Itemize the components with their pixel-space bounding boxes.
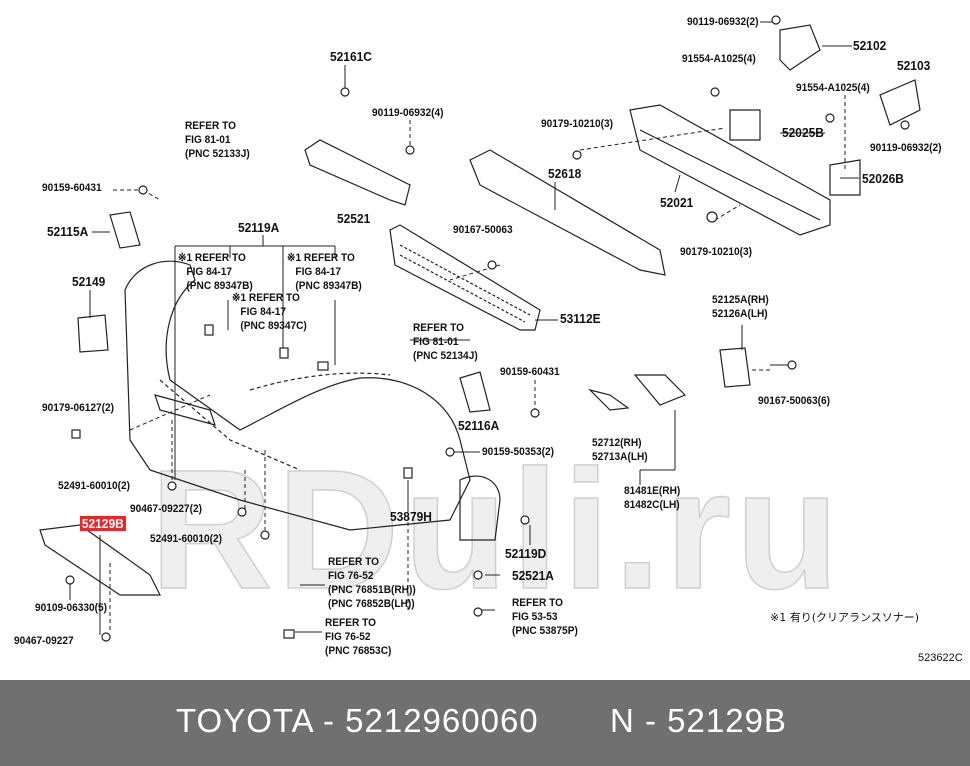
refer-76851b[interactable]: REFER TO FIG 76-52 (PNC 76851B(RH)) (PNC…	[328, 556, 416, 610]
refer-89347c[interactable]: ※1 REFER TO FIG 84-17 (PNC 89347C)	[232, 292, 307, 332]
grille-drawing	[389, 224, 541, 331]
watermark: RDuli.ru	[149, 435, 844, 625]
refer-89347b-b[interactable]: ※1 REFER TO FIG 84-17 (PNC 89347B)	[287, 252, 362, 292]
bumper-cover-drawing	[124, 260, 471, 531]
label-90159-50353[interactable]: 90159-50353(2)	[482, 446, 555, 458]
absorber-drawing	[469, 149, 666, 276]
brand-part-number: TOYOTA - 5212960060	[176, 702, 539, 739]
label-52521[interactable]: 52521	[337, 211, 371, 226]
label-52491-60010-a[interactable]: 52491-60010(2)	[58, 480, 131, 492]
label-90119-06932-4[interactable]: 90119-06932(4)	[372, 107, 444, 119]
label-53879h[interactable]: 53879H	[390, 509, 432, 524]
label-81481e[interactable]: 81481E(RH) 81482C(LH)	[624, 485, 681, 511]
illustration-code: 523622C	[918, 652, 963, 664]
label-52119a[interactable]: 52119A	[238, 220, 280, 235]
label-52102[interactable]: 52102	[853, 38, 887, 53]
label-52026b[interactable]: 52026B	[862, 171, 904, 186]
dashed-leaders	[109, 95, 846, 630]
label-52116a[interactable]: 52116A	[458, 418, 500, 433]
label-52618[interactable]: 52618	[548, 166, 582, 181]
label-90467-09227[interactable]: 90467-09227	[14, 635, 74, 647]
bracket-52125A	[719, 347, 751, 388]
label-52025b[interactable]: 52025B	[782, 125, 824, 140]
parts-diagram: RDuli.ru	[14, 15, 963, 664]
bracket-52103	[879, 79, 921, 126]
label-90119-06932-2[interactable]: 90119-06932(2)	[687, 16, 759, 28]
label-90109-06330[interactable]: 90109-06330(5)	[35, 602, 108, 614]
label-90159-60431[interactable]: 90159-60431	[42, 182, 102, 194]
bracket-52025B	[729, 109, 761, 141]
bracket-52026B	[829, 159, 861, 196]
label-91554-a1025[interactable]: 91554-A1025(4)	[682, 53, 756, 65]
label-90119-06932-2b[interactable]: 90119-06932(2)	[870, 142, 942, 154]
label-52021[interactable]: 52021	[660, 195, 694, 210]
refer-76853c[interactable]: REFER TO FIG 76-52 (PNC 76853C)	[325, 617, 392, 657]
fasteners	[65, 15, 910, 642]
reinforcement-drawing	[629, 104, 831, 236]
refer-52134j[interactable]: REFER TO FIG 81-01 (PNC 52134J)	[413, 322, 478, 362]
label-53112e[interactable]: 53112E	[560, 311, 601, 326]
foglamp-81481E	[633, 374, 687, 406]
label-52712[interactable]: 52712(RH) 52713A(LH)	[592, 437, 648, 463]
bracket-52116A	[459, 371, 491, 413]
label-90159-60431-b[interactable]: 90159-60431	[500, 366, 560, 378]
clearance-sonar-note: ※1 有り(クリアランスソナー)	[770, 611, 920, 624]
label-90467-09227-2[interactable]: 90467-09227(2)	[130, 503, 203, 515]
label-52125a[interactable]: 52125A(RH) 52126A(LH)	[712, 294, 769, 320]
bracket-52115A	[109, 211, 141, 249]
label-52521a[interactable]: 52521A	[512, 568, 554, 583]
label-90179-10210-a[interactable]: 90179-10210(3)	[541, 118, 614, 130]
liner-53879H	[459, 475, 501, 541]
label-91554-a1025-b[interactable]: 91554-A1025(4)	[796, 82, 870, 94]
label-90179-10210-b[interactable]: 90179-10210(3)	[680, 246, 753, 258]
garnish-52712	[588, 388, 630, 411]
label-90179-06127[interactable]: 90179-06127(2)	[42, 402, 115, 414]
retainer-drawing	[304, 139, 411, 206]
pnc-code: N - 52129B	[610, 702, 787, 739]
footer-bar: TOYOTA - 5212960060 N - 52129B	[0, 680, 970, 766]
label-52103[interactable]: 52103	[897, 58, 931, 73]
label-52115a[interactable]: 52115A	[47, 224, 89, 239]
label-52161c[interactable]: 52161C	[330, 49, 372, 64]
refer-89347b-a[interactable]: ※1 REFER TO FIG 84-17 (PNC 89347B)	[178, 252, 253, 292]
refer-53875p[interactable]: REFER TO FIG 53-53 (PNC 53875P)	[512, 597, 578, 637]
label-52129b-highlighted[interactable]: 52129B	[80, 516, 126, 531]
diagram-drawing	[39, 15, 921, 642]
label-90167-50063-6[interactable]: 90167-50063(6)	[758, 395, 831, 407]
refer-52133j[interactable]: REFER TO FIG 81-01 (PNC 52133J)	[185, 120, 250, 160]
label-90167-50063[interactable]: 90167-50063	[453, 224, 513, 236]
label-52149[interactable]: 52149	[72, 274, 106, 289]
label-52119d[interactable]: 52119D	[505, 546, 547, 561]
label-52491-60010-b[interactable]: 52491-60010(2)	[150, 533, 223, 545]
bracket-52149	[77, 314, 109, 353]
bracket-52102	[779, 24, 821, 71]
